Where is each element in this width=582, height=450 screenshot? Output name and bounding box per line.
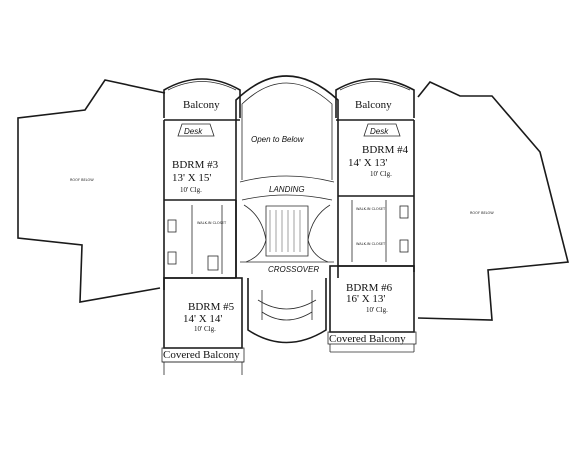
- bdrm3-clg: 10' Clg.: [180, 186, 202, 194]
- open-to-below: Open to Below: [235, 75, 339, 278]
- balcony-right-label: Balcony: [355, 99, 392, 111]
- wic-right-2: WALK-IN CLOSET: [356, 242, 386, 246]
- crossover-label: CROSSOVER: [268, 265, 319, 274]
- open-to-below-label: Open to Below: [251, 135, 305, 144]
- bdrm6-size: 16' X 13': [346, 293, 385, 305]
- bdrm6-room: BDRM #6 16' X 13' 10' Clg. Covered Balco…: [327, 265, 417, 353]
- bdrm5-name: BDRM #5: [188, 301, 235, 313]
- wic-left-1: WALK-IN CLOSET: [197, 221, 227, 225]
- roof-outline-right: ROOF BELOW: [417, 81, 570, 321]
- covered-balcony-left: Covered Balcony: [163, 349, 240, 361]
- bdrm5-room: BDRM #5 14' X 14' 10' Clg. Covered Balco…: [161, 277, 245, 375]
- bdrm3-size: 13' X 15': [172, 172, 211, 184]
- wic-right-1: WALK-IN CLOSET: [356, 207, 386, 211]
- desk-left-label: Desk: [184, 127, 203, 136]
- roof-outline-left: ROOF BELOW: [17, 79, 166, 303]
- bdrm4-clg: 10' Clg.: [370, 170, 392, 178]
- left-bay: Balcony Desk: [163, 78, 241, 137]
- bdrm5-clg: 10' Clg.: [194, 325, 216, 333]
- right-wing: WALK-IN CLOSET WALK-IN CLOSET BDRM #4 14…: [338, 120, 415, 272]
- roof-below-right-label: ROOF BELOW: [470, 211, 494, 215]
- covered-balcony-right: Covered Balcony: [329, 333, 406, 345]
- bdrm6-name: BDRM #6: [346, 282, 393, 294]
- roof-below-left-label: ROOF BELOW: [70, 178, 94, 182]
- desk-right-label: Desk: [370, 127, 389, 136]
- entry-stair: [247, 278, 327, 344]
- left-wing: WALK-IN CLOSET BDRM #3 13' X 15' 10' Clg…: [163, 120, 237, 290]
- right-bay: Balcony Desk: [335, 78, 415, 137]
- balcony-left-label: Balcony: [183, 99, 220, 111]
- bdrm4-size: 14' X 13': [348, 157, 387, 169]
- bdrm4-name: BDRM #4: [362, 144, 409, 156]
- bdrm5-size: 14' X 14': [183, 313, 222, 325]
- bdrm3-name: BDRM #3: [172, 159, 219, 171]
- stair-landing: LANDING CROSSOVER: [239, 175, 335, 274]
- landing-label: LANDING: [269, 185, 305, 194]
- bdrm6-clg: 10' Clg.: [366, 306, 388, 314]
